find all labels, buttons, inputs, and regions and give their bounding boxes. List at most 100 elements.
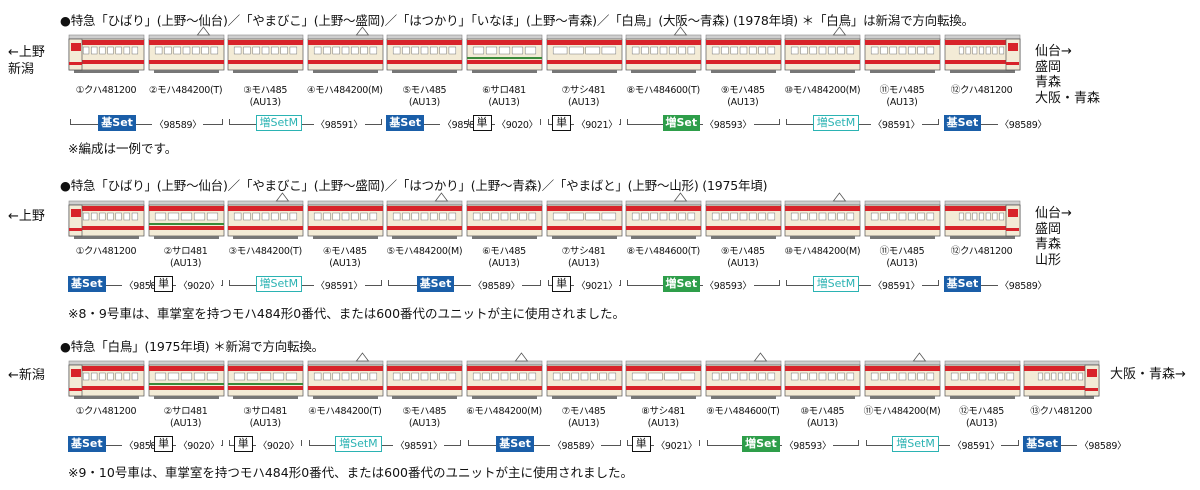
car-name: ①クハ481200 <box>75 85 137 96</box>
car-windows <box>870 372 935 381</box>
train-car <box>466 34 543 73</box>
train-car <box>705 200 782 239</box>
product-code: 〈98591〉 <box>870 117 922 131</box>
car-upper-stripe <box>865 40 940 45</box>
car-name: ⑩モハ484200(M) <box>784 246 861 257</box>
train-car <box>944 360 1020 399</box>
car-underframe <box>233 70 299 73</box>
car-lower-stripe <box>467 386 542 390</box>
car-windows <box>958 212 1004 221</box>
footnote: ※編成は一例です。 <box>68 141 178 156</box>
car-windows <box>711 372 775 381</box>
car-lower-stripe <box>69 226 144 230</box>
cab-window-red <box>1007 209 1018 217</box>
car-windows <box>393 372 457 381</box>
cab-window-red <box>71 369 81 377</box>
car-label: ①クハ481200 <box>66 246 146 258</box>
car-lower-stripe <box>546 226 622 230</box>
set-badge: 増SetM <box>255 276 303 292</box>
car-lower-stripe <box>69 386 144 390</box>
car-lower-stripe <box>228 60 304 64</box>
car-underframe <box>472 70 537 73</box>
set-badge: 基Set <box>943 276 982 292</box>
product-code: 〈9021〉 <box>574 117 620 131</box>
car-underframe <box>312 396 378 399</box>
train-car <box>625 26 702 73</box>
train-car <box>227 34 304 73</box>
car-windows <box>711 212 775 221</box>
car-label: ②サロ481(AU13) <box>146 406 226 430</box>
car-label: ⑤モハ484200(M) <box>384 246 464 258</box>
car-lower-stripe <box>307 226 383 230</box>
train-car <box>68 34 145 73</box>
car-lower-stripe <box>785 60 861 64</box>
train-car <box>307 200 384 239</box>
set-badge: 増SetM <box>812 276 860 292</box>
car-upper-stripe <box>148 206 224 211</box>
car-windows <box>313 212 377 221</box>
car-underframe <box>790 396 856 399</box>
train-car <box>864 352 941 399</box>
pantograph-icon <box>833 26 847 36</box>
train-car <box>466 352 543 399</box>
car-name: ⑥モハ485 <box>482 246 526 257</box>
car-windows <box>82 372 139 381</box>
car-windows <box>313 372 377 381</box>
car-underframe <box>631 236 697 239</box>
car-label: ⑧モハ484600(T) <box>623 85 703 97</box>
car-name: ⑦サシ481 <box>561 246 606 257</box>
car-lower-stripe <box>148 226 224 230</box>
set-badge: 基Set <box>68 276 106 292</box>
car-name: ⑦モハ485 <box>561 406 606 417</box>
car-underframe <box>870 236 935 239</box>
car-label: ③サロ481(AU13) <box>225 406 305 430</box>
car-underframe <box>233 236 299 239</box>
set-badge: 単 <box>552 115 572 131</box>
car-label: ④モハ484200(T) <box>305 406 385 418</box>
car-lower-stripe <box>626 226 702 230</box>
car-name: ⑫クハ481200 <box>950 85 1013 96</box>
product-code: 〈9020〉 <box>176 438 222 452</box>
pantograph-icon <box>435 192 449 202</box>
car-upper-stripe <box>705 206 781 211</box>
car-label: ①クハ481200 <box>66 406 146 418</box>
cab-window-red <box>1087 369 1098 377</box>
car-name: ⑧モハ484600(T) <box>626 246 700 257</box>
car-underframe <box>312 70 378 73</box>
car-underframe <box>710 236 776 239</box>
product-code: 〈98589〉 <box>997 278 1049 292</box>
car-windows <box>791 212 855 221</box>
car-underframe <box>74 70 139 73</box>
car-name: ⑨モハ484600(T) <box>706 406 780 417</box>
pantograph-icon <box>275 192 290 202</box>
green-car-stripe <box>467 57 542 59</box>
car-upper-stripe <box>228 206 304 211</box>
train-car <box>466 200 543 239</box>
car-underframe <box>631 396 697 399</box>
section-title: ●特急「ひばり」(上野～仙台)／「やまびこ」(上野～盛岡)／「はつかり」「いなほ… <box>60 13 974 28</box>
train-car <box>68 200 145 239</box>
car-lower-stripe <box>307 60 383 64</box>
set-bracket <box>308 440 462 446</box>
car-ac-type: (AU13) <box>647 418 679 429</box>
car-name: ⑩モハ484200(M) <box>784 85 861 96</box>
car-label: ⑨モハ485(AU13) <box>703 246 783 270</box>
product-code: 〈98593〉 <box>702 117 754 131</box>
car-upper-stripe <box>228 40 304 45</box>
car-upper-stripe <box>148 40 224 45</box>
pantograph-icon <box>833 192 847 202</box>
product-code: 〈9020〉 <box>494 117 540 131</box>
car-name: ④モハ484200(T) <box>308 406 382 417</box>
car-underframe <box>710 396 776 399</box>
car-label: ⑩モハ485(AU13) <box>782 406 862 430</box>
car-underframe <box>74 396 139 399</box>
car-label: ⑪モハ485(AU13) <box>862 85 942 109</box>
product-code: 〈98593〉 <box>702 278 754 292</box>
car-name: ⑧サシ481 <box>641 406 686 417</box>
origin-label: ←上野 <box>8 209 45 224</box>
car-ac-type: (AU13) <box>886 258 918 269</box>
car-underframe <box>392 70 458 73</box>
product-code: 〈98589〉 <box>152 117 204 131</box>
product-code: 〈98589〉 <box>997 117 1049 131</box>
product-code: 〈98589〉 <box>1077 438 1129 452</box>
